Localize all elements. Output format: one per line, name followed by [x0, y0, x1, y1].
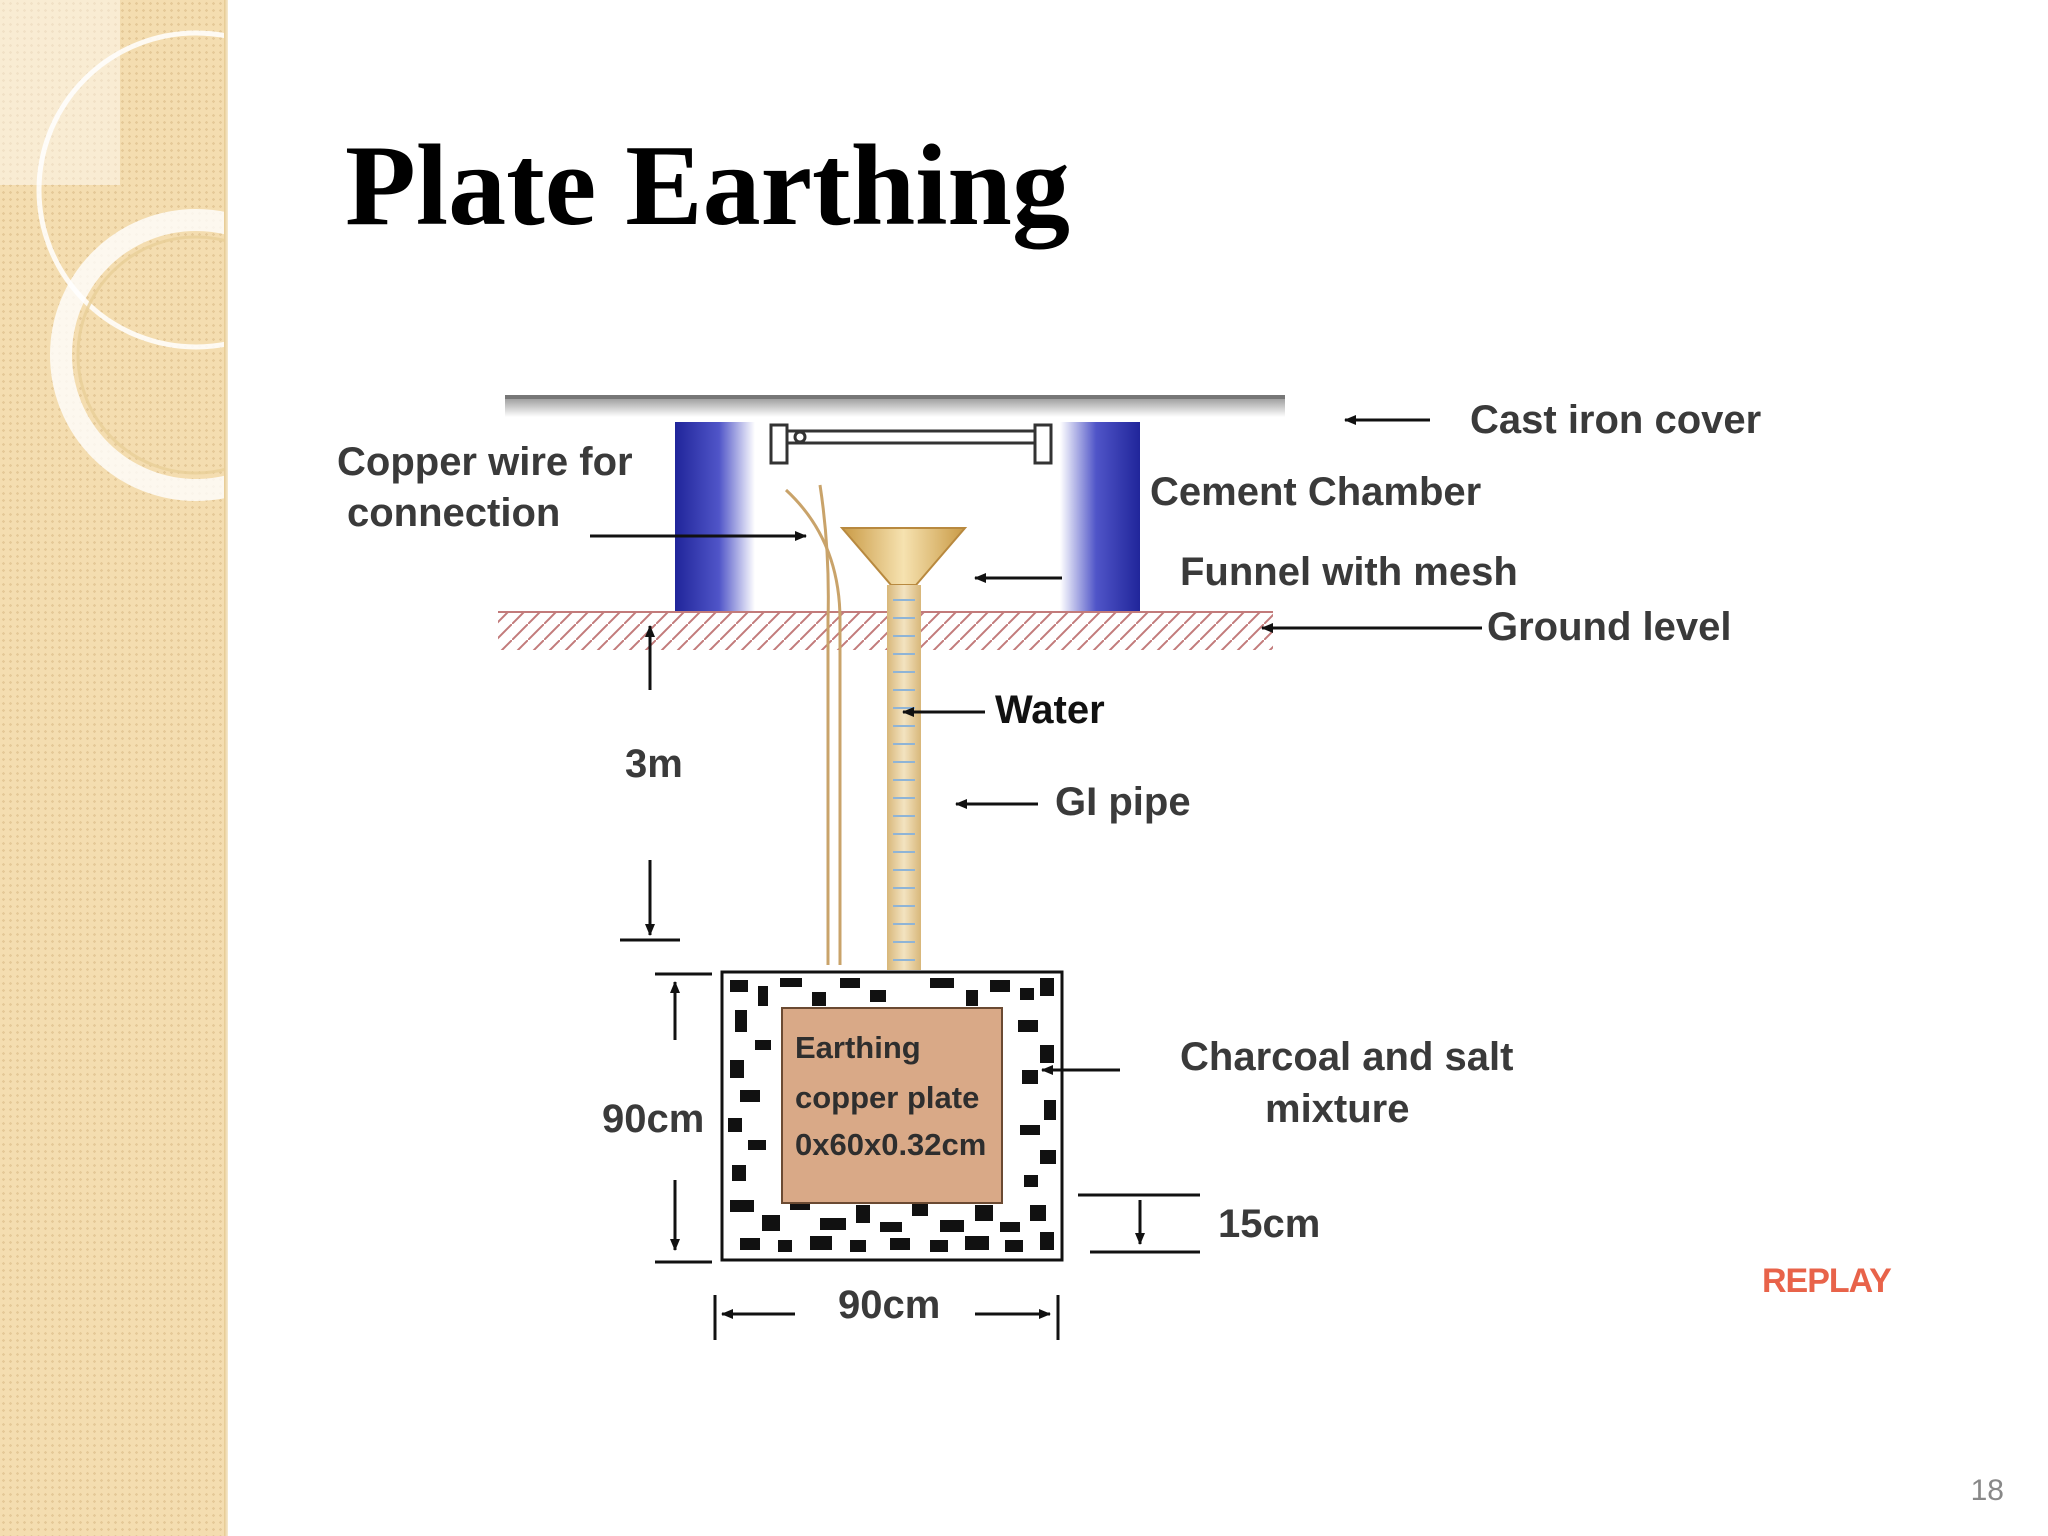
- label-ground-level: Ground level: [1487, 605, 1732, 649]
- sidebar-ring-inner: [76, 235, 228, 475]
- label-charcoal-line2: mixture: [1265, 1087, 1410, 1131]
- water-in-pipe: [893, 599, 915, 961]
- sidebar-edge: [224, 0, 228, 1536]
- cover-handle: [769, 423, 1053, 465]
- label-copper-wire-line1: Copper wire for: [337, 440, 633, 484]
- cover-edge: [505, 395, 1285, 399]
- label-copper-wire-line2: connection: [347, 491, 560, 535]
- label-cast-iron-cover: Cast iron cover: [1470, 398, 1761, 442]
- label-depth-3m: 3m: [625, 742, 683, 786]
- plate-label-line2: copper plate: [795, 1080, 979, 1115]
- label-funnel-with-mesh: Funnel with mesh: [1180, 550, 1518, 594]
- sidebar-rings: [0, 0, 228, 501]
- earthing-copper-plate: [781, 1007, 1003, 1204]
- sidebar-ring-thick: [50, 209, 228, 501]
- funnel: [839, 527, 968, 586]
- sidebar-ring-large: [36, 30, 228, 350]
- cement-chamber-left-wall: [675, 422, 755, 612]
- label-pit-height: 90cm: [602, 1097, 704, 1141]
- charcoal-salt-mixture: [728, 978, 1056, 1252]
- gi-pipe: [887, 585, 921, 970]
- label-cement-chamber: Cement Chamber: [1150, 470, 1481, 514]
- decorative-sidebar: [0, 0, 228, 1536]
- plate-label-line1: Earthing: [795, 1030, 921, 1065]
- copper-wire: [784, 484, 842, 965]
- cement-chamber-right-wall: [1060, 422, 1140, 612]
- ground-hatch: [498, 612, 1273, 650]
- slide-number: 18: [1970, 1474, 2004, 1507]
- label-pit-width: 90cm: [838, 1283, 940, 1327]
- label-arrows: [590, 415, 1482, 1340]
- plate-label-line3: 0x60x0.32cm: [795, 1127, 986, 1162]
- replay-button[interactable]: REPLAY: [1762, 1262, 1893, 1300]
- label-water: Water: [995, 688, 1105, 732]
- slide-title: Plate Earthing: [345, 122, 1070, 250]
- cast-iron-cover: [505, 395, 1285, 417]
- label-gi-pipe: GI pipe: [1055, 780, 1191, 824]
- sidebar-highlight: [0, 0, 120, 185]
- label-bottom-gap: 15cm: [1218, 1202, 1320, 1246]
- label-charcoal-line1: Charcoal and salt: [1180, 1035, 1513, 1079]
